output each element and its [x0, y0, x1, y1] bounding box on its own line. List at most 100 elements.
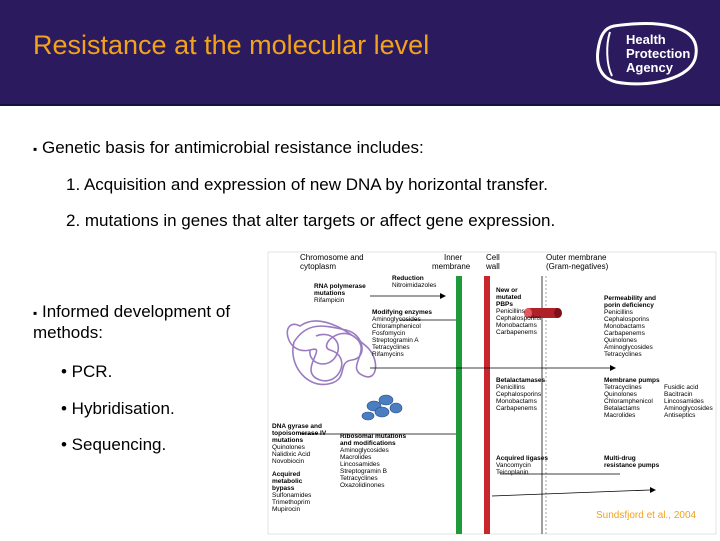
sub-point-1: 1. Acquisition and expression of new DNA… — [66, 175, 548, 194]
method-sequencing: • Sequencing. — [61, 435, 167, 454]
block-mdr-l1: Multi-drug — [604, 455, 636, 462]
block-lig-l2: Vancomycin — [496, 462, 531, 469]
block-perm-l3: Penicillins — [604, 309, 634, 316]
diagram-figure: Chromosome and cytoplasm Inner membrane … — [267, 251, 717, 535]
block-rna-l1: RNA polymerase — [314, 283, 366, 290]
title-bar — [0, 0, 720, 106]
block-perm-l8: Aminoglycosides — [604, 344, 654, 351]
block-ribo-l7: Tetracyclines — [340, 475, 378, 482]
bullet-informed-development-cont: methods: — [33, 323, 103, 342]
block-rna-l2: mutations — [314, 290, 345, 297]
block-membrane-pumps: Membrane pumps Tetracyclines Quinolones … — [604, 377, 714, 419]
inner-membrane — [456, 276, 462, 534]
block-gyr-l6: Novobiocin — [272, 458, 305, 465]
logo-line-health: Health — [626, 32, 666, 47]
resistance-arrows — [300, 295, 651, 497]
block-perm-l4: Cephalosporins — [604, 316, 650, 323]
bullet-informed-development: ▪ Informed development of — [33, 302, 230, 322]
block-pumps-l1: Membrane pumps — [604, 377, 660, 384]
block-ribo-l1: Ribosomal mutations — [340, 433, 406, 440]
block-bypass-l5: Trimethoprim — [272, 499, 310, 506]
block-gyrase: DNA gyrase and topoisomerase IV mutation… — [272, 423, 327, 465]
header-cell-l2: wall — [485, 262, 500, 271]
block-bl-l1: Betalactamases — [496, 377, 546, 384]
block-mod-l3: Chloramphenicol — [372, 323, 421, 330]
ribosome-illustration — [361, 394, 403, 421]
block-pumps2-l2: Bacitracin — [664, 391, 693, 398]
block-mod-l6: Tetracyclines — [372, 344, 410, 351]
resistance-mechanisms-diagram: Chromosome and cytoplasm Inner membrane … — [260, 246, 718, 536]
bullet-text: Genetic basis for antimicrobial resistan… — [42, 138, 424, 157]
citation: Sundsfjord et al., 2004 — [596, 510, 697, 521]
block-pumps-l5: Betalactams — [604, 405, 641, 412]
block-pbps-l5: Cephalosporins — [496, 315, 542, 322]
header-outer-l1: Outer membrane — [546, 253, 607, 262]
sub-point-2: 2. mutations in genes that alter targets… — [66, 211, 556, 230]
block-multidrug-pumps: Multi-drug resistance pumps — [604, 455, 660, 469]
block-ribo-l8: Oxazolidinones — [340, 482, 385, 489]
block-mod-l1: Modifying enzymes — [372, 309, 432, 316]
diagram-frame — [267, 251, 717, 535]
hpa-logo-mark — [596, 22, 698, 86]
block-bypass-l2: metabolic — [272, 478, 303, 485]
block-pbps-l1: New or — [496, 287, 518, 294]
slide-title: Resistance at the molecular level — [33, 30, 430, 60]
block-mod-l7: Rifamycins — [372, 351, 405, 358]
block-pbps: New or mutated PBPs Penicillins Cephalos… — [496, 287, 542, 336]
square-bullet-icon: ▪ — [33, 306, 38, 320]
block-betalactamases: Betalactamases Penicillins Cephalosporin… — [496, 377, 546, 412]
bullet-text: Informed development of — [42, 302, 231, 321]
header-cell-l1: Cell — [486, 253, 500, 262]
block-pumps-l3: Quinolones — [604, 391, 638, 398]
hpa-logo-text: Health Protection Agency — [626, 33, 690, 75]
arrow-heads — [440, 293, 656, 493]
block-pumps2-l3: Lincosamides — [664, 398, 704, 405]
block-bl-l5: Carbapenems — [496, 405, 538, 412]
block-mod-l2: Aminoglycosides — [372, 316, 422, 323]
block-pbps-l3: PBPs — [496, 301, 513, 308]
block-rna-l3: Rifampicin — [314, 297, 345, 304]
block-bypass-l1: Acquired — [272, 471, 300, 478]
block-mod-l5: Streptogramin A — [372, 337, 419, 344]
method-hybridisation: • Hybridisation. — [61, 399, 175, 418]
block-reduction-l2: Nitroimidazoles — [392, 282, 437, 289]
chromosome-illustration — [286, 320, 377, 386]
block-mdr-l2: resistance pumps — [604, 462, 660, 469]
block-reduction: Reduction Nitroimidazoles — [392, 275, 437, 289]
block-reduction-l1: Reduction — [392, 275, 424, 282]
porin-channel-icon — [524, 308, 562, 318]
logo-line-agency: Agency — [626, 60, 673, 75]
block-ribo-l2: and modifications — [340, 440, 396, 447]
block-lig-l1: Acquired ligases — [496, 455, 548, 462]
block-pbps-l7: Carbapenems — [496, 329, 538, 336]
block-perm-l9: Tetracyclines — [604, 351, 642, 358]
block-bl-l2: Penicillins — [496, 384, 526, 391]
block-pumps-l6: Macrolides — [604, 412, 636, 419]
block-bypass-l6: Mupirocin — [272, 506, 301, 513]
block-pumps-l4: Chloramphenicol — [604, 398, 653, 405]
header-chromosome-l1: Chromosome and — [300, 253, 364, 262]
header-chromosome-l2: cytoplasm — [300, 262, 336, 271]
header-inner-l2: membrane — [432, 262, 471, 271]
block-perm-l5: Monobactams — [604, 323, 646, 330]
block-bl-l3: Cephalosporins — [496, 391, 542, 398]
block-gyr-l1: DNA gyrase and — [272, 423, 322, 430]
block-permeability: Permeability and porin deficiency Penici… — [604, 295, 656, 358]
block-gyr-l3: mutations — [272, 437, 303, 444]
cell-wall — [484, 276, 490, 534]
logo-line-protection: Protection — [626, 46, 691, 61]
block-pbps-l4: Penicillins — [496, 308, 526, 315]
header-inner-l1: Inner — [444, 253, 463, 262]
block-bypass-l4: Sulfonamides — [272, 492, 312, 499]
block-ribo-l6: Streptogramin B — [340, 468, 387, 475]
block-perm-l6: Carbapenems — [604, 330, 646, 337]
block-gyr-l2: topoisomerase IV — [272, 430, 327, 437]
block-pbps-l2: mutated — [496, 294, 521, 301]
block-acquired-bypass: Acquired metabolic bypass Sulfonamides T… — [272, 471, 312, 513]
block-rna-polymerase: RNA polymerase mutations Rifampicin — [314, 283, 366, 304]
block-modifying-enzymes: Modifying enzymes Aminoglycosides Chlora… — [372, 309, 432, 358]
method-pcr: • PCR. — [61, 362, 113, 381]
block-pumps2-l4: Aminoglycosides — [664, 405, 714, 412]
block-perm-l2: porin deficiency — [604, 302, 654, 309]
